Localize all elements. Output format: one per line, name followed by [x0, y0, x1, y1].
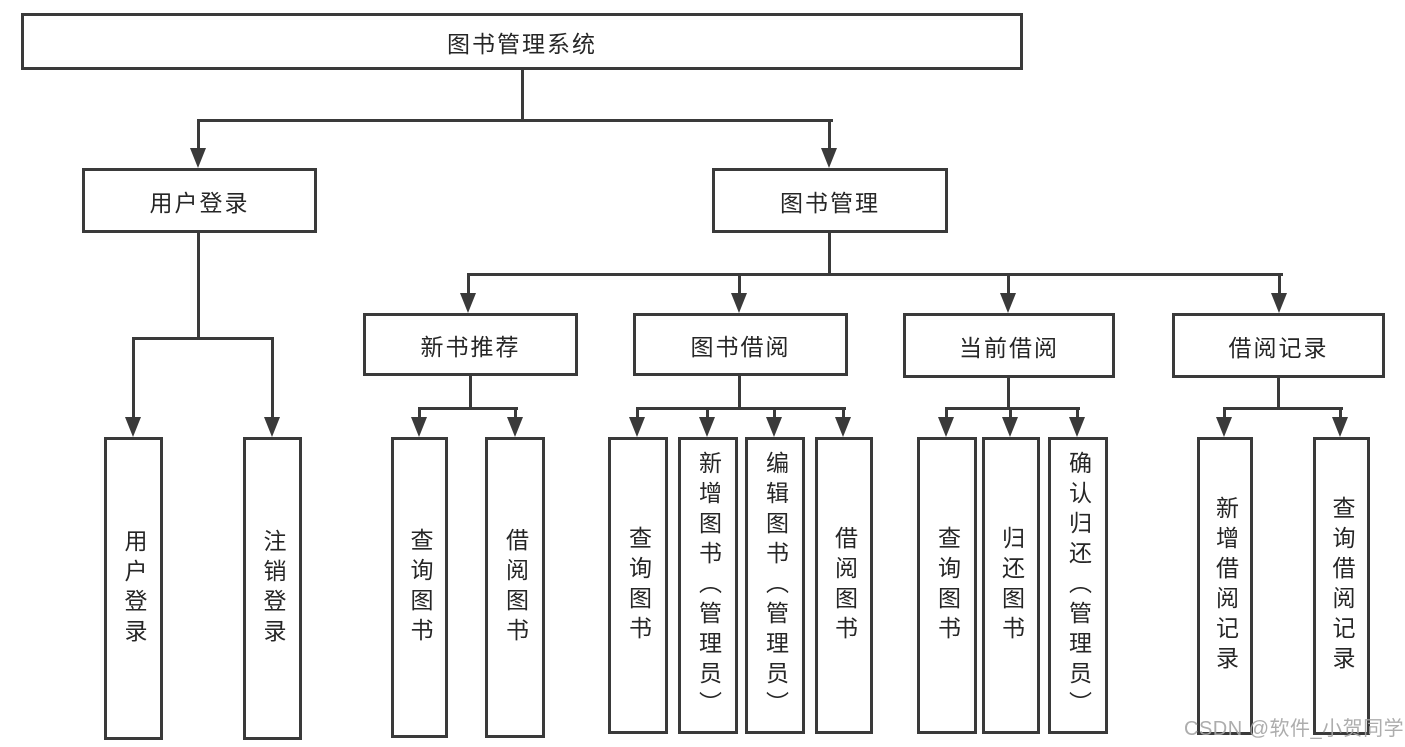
arrow-down-icon	[411, 417, 427, 437]
connector-line	[418, 407, 518, 410]
node-root-system: 图书管理系统	[21, 13, 1023, 70]
connector-line	[636, 407, 846, 410]
csdn-watermark: CSDN @软件_小贺同学	[1184, 718, 1405, 740]
leaf-edit-books-admin: 编辑图书（管理员）	[745, 437, 805, 734]
connector-line	[521, 70, 524, 122]
connector-line	[197, 122, 200, 150]
connector-line	[271, 340, 274, 418]
arrow-down-icon	[821, 148, 837, 168]
leaf-query-books-recommend: 查询图书	[391, 437, 448, 738]
connector-line	[738, 276, 741, 295]
connector-line	[469, 376, 472, 410]
arrow-down-icon	[264, 417, 280, 437]
arrow-down-icon	[1332, 417, 1348, 437]
connector-line	[1223, 410, 1226, 418]
arrow-down-icon	[731, 293, 747, 313]
connector-line	[773, 410, 776, 418]
leaf-borrow-books-recommend: 借阅图书	[485, 437, 545, 738]
arrow-down-icon	[766, 417, 782, 437]
leaf-borrow-books: 借阅图书	[815, 437, 873, 734]
connector-line	[636, 410, 639, 418]
connector-line	[828, 233, 831, 276]
connector-line	[1007, 276, 1010, 295]
node-book-management: 图书管理	[712, 168, 948, 233]
leaf-query-books-current: 查询图书	[917, 437, 977, 734]
leaf-query-borrow-record: 查询借阅记录	[1313, 437, 1370, 735]
node-book-borrow: 图书借阅	[633, 313, 848, 376]
leaf-add-books-admin: 新增图书（管理员）	[678, 437, 738, 734]
leaf-confirm-return-admin: 确认归还（管理员）	[1048, 437, 1108, 734]
node-borrow-records: 借阅记录	[1172, 313, 1385, 378]
connector-line	[1277, 378, 1280, 410]
arrow-down-icon	[1002, 417, 1018, 437]
connector-line	[706, 410, 709, 418]
arrow-down-icon	[938, 417, 954, 437]
leaf-logout: 注销登录	[243, 437, 302, 740]
connector-line	[842, 410, 845, 418]
arrow-down-icon	[1216, 417, 1232, 437]
arrow-down-icon	[1069, 417, 1085, 437]
leaf-user-login: 用户登录	[104, 437, 163, 740]
connector-line	[1223, 407, 1343, 410]
connector-line	[467, 273, 1283, 276]
connector-line	[197, 119, 833, 122]
node-current-borrow: 当前借阅	[903, 313, 1115, 378]
arrow-down-icon	[507, 417, 523, 437]
connector-line	[738, 376, 741, 410]
arrow-down-icon	[699, 417, 715, 437]
connector-line	[1339, 410, 1342, 418]
connector-line	[828, 122, 831, 150]
node-new-book-recommend: 新书推荐	[363, 313, 578, 376]
connector-line	[945, 407, 1080, 410]
connector-line	[1007, 378, 1010, 410]
leaf-add-borrow-record: 新增借阅记录	[1197, 437, 1253, 735]
connector-line	[945, 410, 948, 418]
arrow-down-icon	[190, 148, 206, 168]
connector-line	[514, 410, 517, 418]
connector-line	[132, 340, 135, 418]
connector-line	[1076, 410, 1079, 418]
leaf-return-books: 归还图书	[982, 437, 1040, 734]
arrow-down-icon	[460, 293, 476, 313]
arrow-down-icon	[1271, 293, 1287, 313]
connector-line	[418, 410, 421, 418]
arrow-down-icon	[629, 417, 645, 437]
leaf-query-books-borrow: 查询图书	[608, 437, 668, 734]
node-user-login: 用户登录	[82, 168, 317, 233]
arrow-down-icon	[835, 417, 851, 437]
connector-line	[467, 276, 470, 295]
connector-line	[197, 233, 200, 340]
connector-line	[1278, 276, 1281, 295]
connector-line	[1009, 410, 1012, 418]
arrow-down-icon	[1000, 293, 1016, 313]
connector-line	[132, 337, 274, 340]
arrow-down-icon	[125, 417, 141, 437]
